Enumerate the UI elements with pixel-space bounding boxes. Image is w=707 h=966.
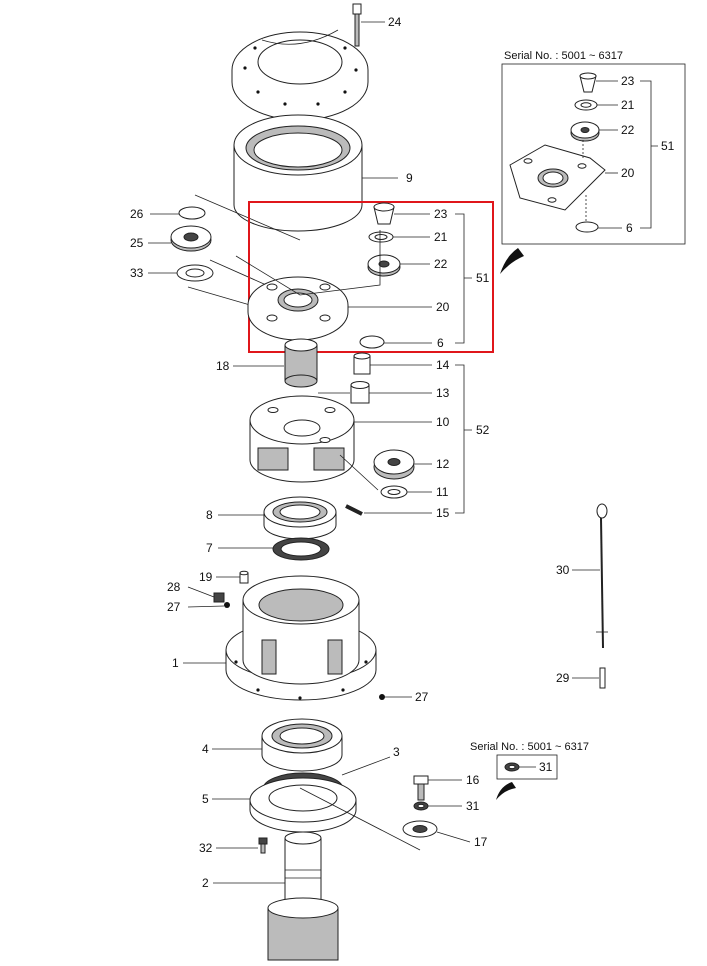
top-cover-part bbox=[231, 29, 369, 121]
planet-gear-part bbox=[170, 225, 212, 252]
washer-part-2 bbox=[380, 485, 408, 499]
part-label-23: 23 bbox=[434, 207, 448, 221]
part-label-15: 15 bbox=[436, 506, 450, 520]
pinion-shaft-part bbox=[267, 831, 339, 961]
bearing-part bbox=[263, 496, 337, 540]
inset-top-label-6: 6 bbox=[626, 221, 633, 235]
part-label-52: 52 bbox=[476, 423, 490, 437]
inset-top-label-51: 51 bbox=[661, 139, 675, 153]
part-label-24: 24 bbox=[388, 15, 402, 29]
bolt-part bbox=[352, 3, 362, 47]
fitting-part bbox=[213, 592, 225, 603]
bottom-cover-part bbox=[249, 777, 357, 833]
roller-bearing-part bbox=[261, 718, 343, 772]
grease-nipple-part-2 bbox=[379, 694, 385, 700]
part-label-18: 18 bbox=[216, 359, 230, 373]
plug-part bbox=[239, 570, 249, 584]
inset-top-label-23: 23 bbox=[621, 74, 635, 88]
part-label-2: 2 bbox=[202, 876, 209, 890]
lock-washer-part bbox=[413, 801, 429, 811]
part-label-7: 7 bbox=[206, 541, 213, 555]
part-label-19: 19 bbox=[199, 570, 213, 584]
dipstick-part bbox=[596, 503, 608, 689]
part-label-21: 21 bbox=[434, 230, 448, 244]
part-label-29: 29 bbox=[556, 671, 570, 685]
part-label-20: 20 bbox=[436, 300, 450, 314]
highlight-box bbox=[248, 201, 494, 353]
part-label-32: 32 bbox=[199, 841, 213, 855]
part-label-27-upper: 27 bbox=[167, 600, 181, 614]
part-label-9: 9 bbox=[406, 171, 413, 185]
planet-gear-part-2 bbox=[373, 449, 415, 480]
planet-carrier-part bbox=[249, 395, 355, 483]
part-label-12: 12 bbox=[436, 457, 450, 471]
part-label-6: 6 bbox=[437, 336, 444, 350]
plate-washer-part bbox=[402, 820, 438, 838]
small-gear-part bbox=[367, 254, 401, 277]
washer-part bbox=[368, 231, 394, 243]
spring-pin-part bbox=[345, 504, 363, 516]
part-label-17: 17 bbox=[474, 835, 488, 849]
part-label-33: 33 bbox=[130, 266, 144, 280]
part-label-16: 16 bbox=[466, 773, 480, 787]
serial-inset-top bbox=[501, 63, 686, 245]
part-label-27-lower: 27 bbox=[415, 690, 429, 704]
inset-bottom-label-31: 31 bbox=[539, 760, 553, 774]
part-label-10: 10 bbox=[436, 415, 450, 429]
part-label-8: 8 bbox=[206, 508, 213, 522]
snap-ring-part bbox=[178, 206, 206, 220]
part-label-22: 22 bbox=[434, 257, 448, 271]
part-label-3: 3 bbox=[393, 745, 400, 759]
serial-label-bottom: Serial No. : 5001 ~ 6317 bbox=[470, 741, 589, 753]
part-label-11: 11 bbox=[436, 485, 449, 499]
thrust-washer-part bbox=[176, 264, 214, 282]
inset-top-label-21: 21 bbox=[621, 98, 635, 112]
part-label-13: 13 bbox=[436, 386, 450, 400]
arrow-top-inset bbox=[500, 248, 524, 274]
part-label-30: 30 bbox=[556, 563, 570, 577]
part-label-1: 1 bbox=[172, 656, 179, 670]
serial-inset-bottom bbox=[496, 754, 558, 780]
inset-top-label-22: 22 bbox=[621, 123, 635, 137]
part-label-4: 4 bbox=[202, 742, 209, 756]
part-label-26: 26 bbox=[130, 207, 144, 221]
pin-part bbox=[353, 352, 371, 375]
seal-part bbox=[272, 537, 330, 561]
part-label-25: 25 bbox=[130, 236, 144, 250]
grease-nipple-part bbox=[224, 602, 230, 608]
small-bolt-part bbox=[258, 837, 268, 854]
carrier-plate-part bbox=[247, 276, 349, 341]
part-label-14: 14 bbox=[436, 358, 450, 372]
housing-part bbox=[225, 575, 377, 701]
part-label-28: 28 bbox=[167, 580, 181, 594]
sun-gear-part bbox=[284, 338, 318, 388]
ring-gear-part bbox=[233, 114, 363, 232]
inset-top-label-20: 20 bbox=[621, 166, 635, 180]
arrow-bottom-inset bbox=[496, 782, 516, 800]
retaining-ring-part bbox=[359, 335, 385, 349]
part-label-5: 5 bbox=[202, 792, 209, 806]
part-label-31-main: 31 bbox=[466, 799, 480, 813]
serial-label-top: Serial No. : 5001 ~ 6317 bbox=[504, 50, 623, 62]
bushing-part bbox=[350, 381, 370, 404]
hex-bolt-part bbox=[413, 775, 429, 801]
part-label-51: 51 bbox=[476, 271, 490, 285]
pin-cap-part bbox=[373, 202, 395, 225]
